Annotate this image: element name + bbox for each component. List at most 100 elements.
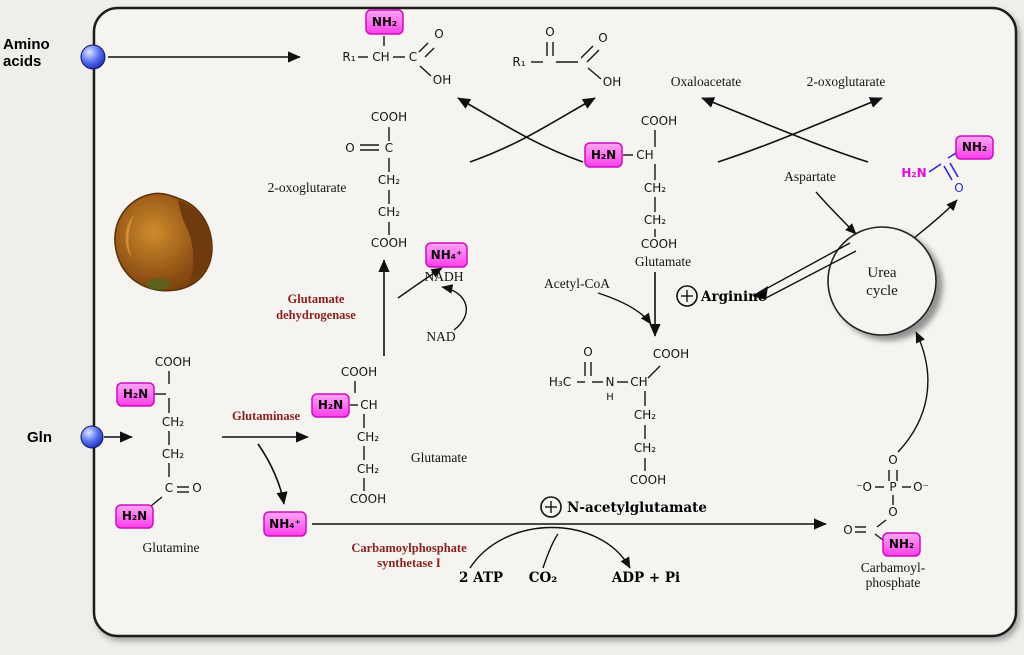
glutamine-bonds xyxy=(150,371,189,507)
n-label: N xyxy=(606,375,615,389)
ch2-label: CH₂ xyxy=(162,447,184,461)
oxoglutarate-bonds xyxy=(360,127,390,235)
arrow-glutaminase-to-nh4 xyxy=(257,443,288,505)
glutamate-left-structure: COOH H₂N CH CH₂ CH₂ COOH Glutamate xyxy=(311,365,467,506)
arrow-aspartate-to-cycle xyxy=(815,191,857,235)
glutamate-center-bonds xyxy=(623,130,656,237)
h2n-highlight-box xyxy=(116,382,155,407)
o-label: O xyxy=(843,523,852,537)
arrow-carbamoyl-to-cycle xyxy=(897,331,929,453)
cooh-label: COOH xyxy=(630,473,666,487)
glutamine-structure: COOH H₂N CH₂ CH₂ C O H₂N Glutamine xyxy=(115,355,202,555)
h2n-label: H₂N xyxy=(122,509,147,523)
carbamoyl-phosphate-label-line2: phosphate xyxy=(866,575,921,590)
oxoglutarate-structure: COOH O C CH₂ CH₂ COOH 2-oxoglutarate xyxy=(268,110,408,250)
nh4-bottom: NH₄⁺ xyxy=(263,511,307,537)
transamination-arrow-left-1 xyxy=(457,97,584,163)
h3c-label: H₃C xyxy=(549,375,571,389)
adp-pi-label: ADP + Pi xyxy=(611,570,680,586)
gallbladder-shape xyxy=(146,278,170,290)
o-minus-label: ⁻O xyxy=(856,480,872,494)
gln-input: Gln xyxy=(27,425,104,449)
cooh-label: COOH xyxy=(371,110,407,124)
h-label: H xyxy=(606,392,614,403)
nh2-highlight-box xyxy=(365,9,404,35)
gln-label: Gln xyxy=(27,429,52,446)
liver-illustration xyxy=(114,192,213,292)
carbamoyl-phosphate-structure: O ⁻O P O⁻ O O NH₂ Carbamoyl- phosphate xyxy=(843,453,929,590)
cps-label-line1: Carbamoylphosphate xyxy=(351,541,467,555)
nag-activator: N-acetylglutamate xyxy=(540,496,707,518)
oh-label: OH xyxy=(603,75,621,89)
h2n-label: H₂N xyxy=(591,148,616,162)
atp-label: 2 ATP xyxy=(459,570,503,586)
r1-label: R₁ xyxy=(512,55,525,69)
arginine-activator: Arginine xyxy=(676,285,767,307)
urea-cycle-label-line2: cycle xyxy=(866,283,898,299)
nh4-label: NH₄⁺ xyxy=(431,248,463,262)
o-label: O xyxy=(888,453,897,467)
amino-acids-label-line2: acids xyxy=(3,53,41,70)
ch-label: CH xyxy=(630,375,647,389)
oxoglutarate-left-label: 2-oxoglutarate xyxy=(268,180,347,195)
arc-atp-to-adp xyxy=(469,526,631,569)
urea-structure: H₂N NH₂ O xyxy=(901,135,994,195)
amino-acid-bonds xyxy=(358,36,435,77)
oxoglutarate-top-label: 2-oxoglutarate xyxy=(807,74,886,89)
h2n-label: H₂N xyxy=(318,398,343,412)
ch2-label: CH₂ xyxy=(357,430,379,444)
nh4-top: NH₄⁺ xyxy=(425,242,468,268)
nh4-label: NH₄⁺ xyxy=(269,517,301,531)
gdh-label-line2: dehydrogenase xyxy=(276,308,356,322)
o-label: O xyxy=(888,505,897,519)
ch-label: CH xyxy=(360,398,377,412)
urea-cycle-label-line1: Urea xyxy=(867,265,896,281)
panel-background xyxy=(92,6,1018,638)
glutamine-label: Glutamine xyxy=(143,540,200,555)
o-label: O xyxy=(192,481,201,495)
ch2-label: CH₂ xyxy=(634,408,656,422)
o-label: O xyxy=(345,141,354,155)
c-label: C xyxy=(385,141,393,155)
o-minus-label: O⁻ xyxy=(913,480,929,494)
p-label: P xyxy=(889,480,896,494)
n-acetylglutamate-label: N-acetylglutamate xyxy=(567,500,707,516)
urea-bonds xyxy=(928,152,959,181)
arc-acetyl-coa xyxy=(597,292,652,325)
nh2-highlight-box xyxy=(882,532,921,557)
urea-cycle-circle: Urea cycle xyxy=(827,226,937,336)
carbamoyl-phosphate-label-line1: Carbamoyl- xyxy=(861,560,926,575)
amino-acids-label-line1: Amino xyxy=(3,36,50,53)
double-line-arrow-cycle-to-arginine xyxy=(752,242,857,300)
ch2-label: CH₂ xyxy=(644,213,666,227)
oh-label: OH xyxy=(433,73,451,87)
n-acetylglutamate-structure: O H₃C N H CH COOH CH₂ CH₂ COOH xyxy=(549,345,689,487)
glutamate-center-structure: H₂N COOH CH CH₂ CH₂ COOH Glutamate xyxy=(584,114,691,269)
nh2-label: NH₂ xyxy=(372,15,397,29)
o-label: O xyxy=(545,25,554,39)
glutamate-left-label: Glutamate xyxy=(411,450,467,465)
c-label: C xyxy=(165,481,173,495)
co2-label: CO₂ xyxy=(529,570,558,586)
oxaloacetate-label: Oxaloacetate xyxy=(671,74,741,89)
o-label: O xyxy=(434,27,443,41)
cooh-label: COOH xyxy=(155,355,191,369)
ch-label: CH xyxy=(636,148,653,162)
nh4-highlight-box xyxy=(263,511,307,537)
cooh-label: COOH xyxy=(641,114,677,128)
glutamate-center-label: Glutamate xyxy=(635,254,691,269)
carbamoyl-phosphate-bonds xyxy=(855,470,911,541)
transamination-arrow-right-2 xyxy=(717,97,883,163)
ch2-label: CH₂ xyxy=(634,441,656,455)
amino-acid-structure: NH₂ R₁ CH C O OH xyxy=(342,9,451,87)
cooh-label: COOH xyxy=(653,347,689,361)
glutaminase-label: Glutaminase xyxy=(232,409,301,423)
glutamate-left-bonds xyxy=(350,381,365,491)
transamination-arrow-right-1 xyxy=(701,97,869,163)
arginine-label: Arginine xyxy=(700,289,767,305)
nh2-label: NH₂ xyxy=(889,537,914,551)
ch2-label: CH₂ xyxy=(162,415,184,429)
keto-acid-bonds xyxy=(531,42,602,80)
